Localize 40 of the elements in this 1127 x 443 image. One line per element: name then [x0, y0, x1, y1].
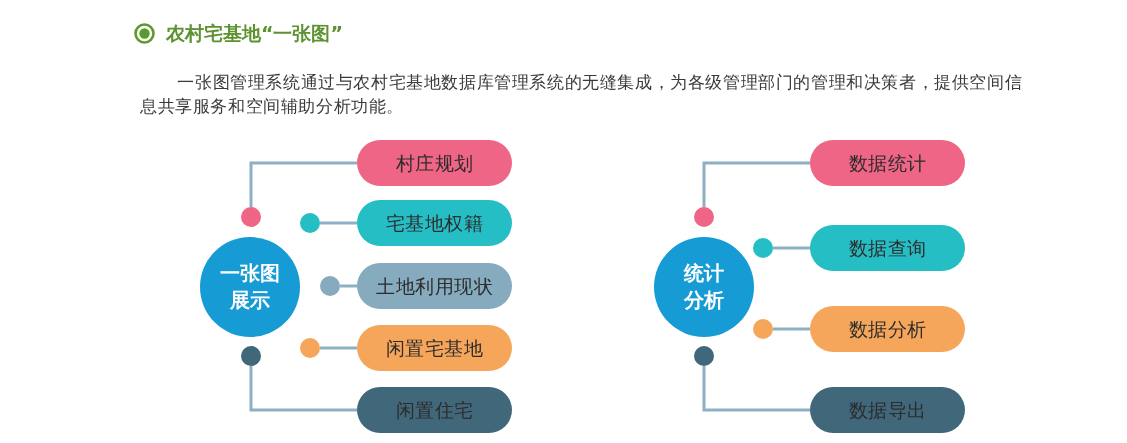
hub-label: 统计分析 [682, 260, 725, 314]
pill-label: 数据统计 [848, 151, 927, 175]
pill-label: 数据分析 [848, 317, 927, 341]
connector-line [320, 346, 357, 350]
category-pill [810, 306, 965, 352]
category-pill [357, 263, 512, 309]
connector-dot [753, 319, 773, 339]
connector-dot [320, 276, 340, 296]
connector-dot [300, 213, 320, 233]
category-pill [357, 140, 512, 186]
connector-dot [241, 346, 261, 366]
pill-label: 数据查询 [848, 236, 927, 260]
connector-line [320, 221, 357, 225]
pill-label: 土地利用现状 [376, 274, 493, 298]
connector-dot [300, 338, 320, 358]
category-pill [357, 387, 512, 433]
connector-line [249, 366, 357, 412]
pill-label: 闲置宅基地 [385, 336, 484, 360]
pill-label: 数据导出 [848, 398, 927, 422]
category-pill [357, 200, 512, 246]
title: 农村宅基地“一张图” [166, 21, 343, 45]
connector-line [702, 366, 810, 412]
pill-label: 闲置住宅 [395, 398, 474, 422]
connector-line [340, 284, 357, 288]
category-pill [357, 325, 512, 371]
pill-label: 宅基地权籍 [385, 211, 484, 235]
connector-dot [694, 346, 714, 366]
connector-line [249, 161, 357, 207]
connector-dot [241, 207, 261, 227]
category-pill [810, 387, 965, 433]
category-pill [810, 225, 965, 271]
pill-label: 村庄规划 [395, 151, 474, 175]
description-paragraph: 一张图管理系统通过与农村宅基地数据库管理系统的无缝集成，为各级管理部门的管理和决策者，提供空间信息共享服务和空间辅助分析功能。 [140, 71, 1024, 118]
connector-dot [753, 238, 773, 258]
connector-line [702, 161, 810, 207]
category-pill [810, 140, 965, 186]
connector-line [773, 327, 810, 331]
connector-line [773, 246, 810, 250]
connector-dot [694, 207, 714, 227]
hub-label: 一张图展示 [219, 260, 281, 314]
